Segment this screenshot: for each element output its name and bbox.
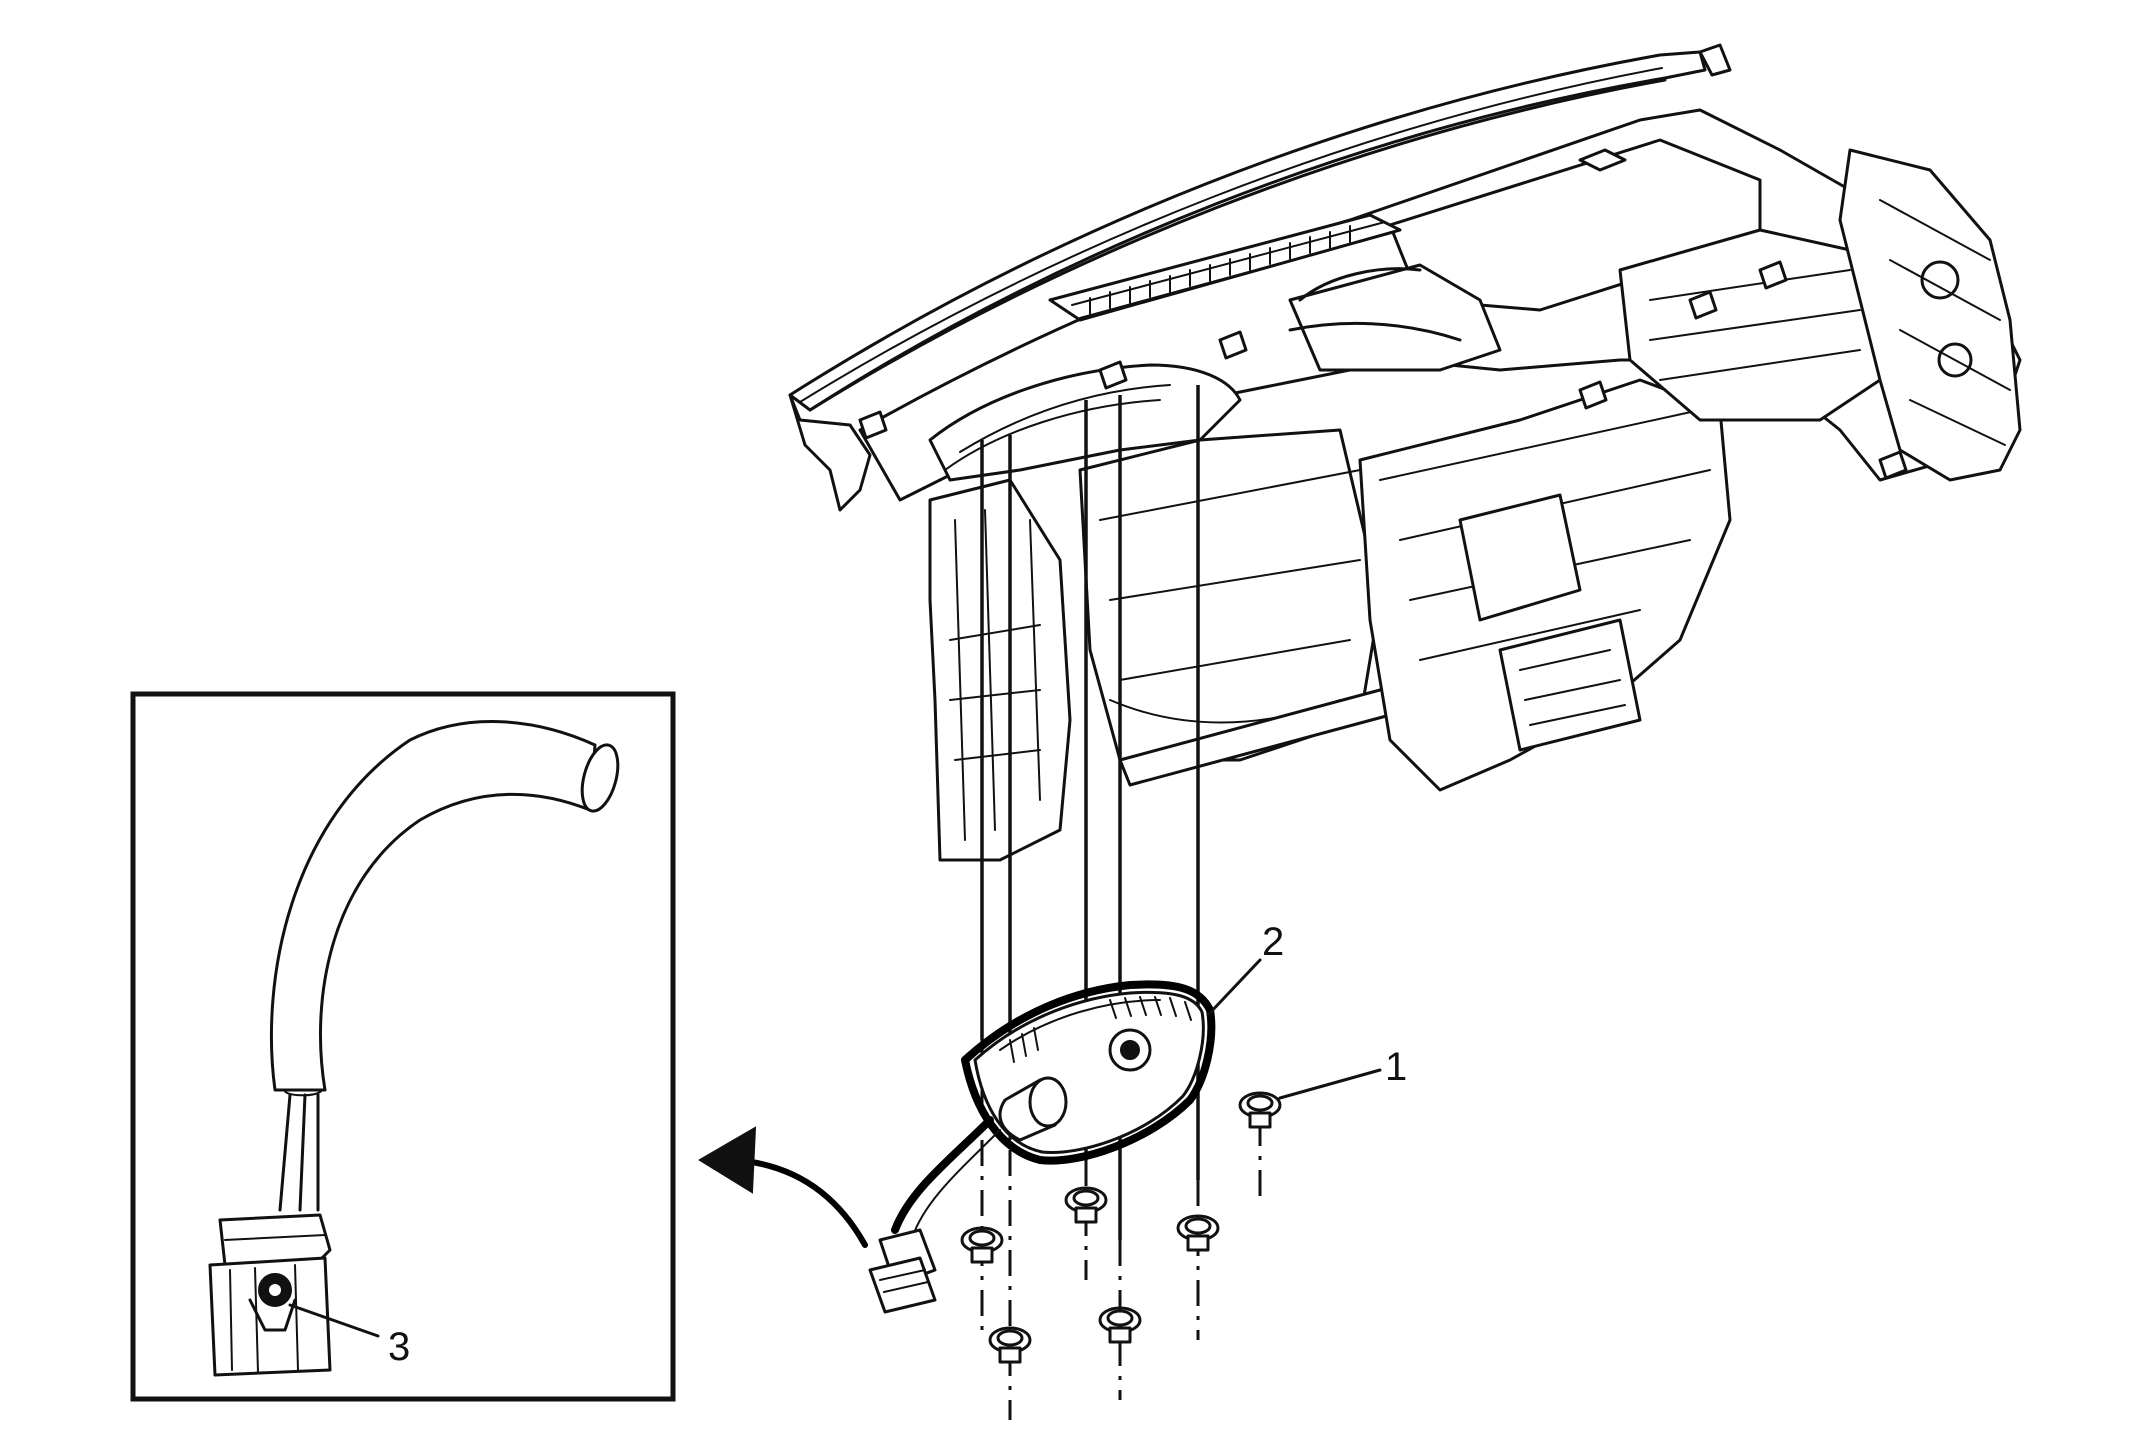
nut [1098,1306,1142,1344]
curved-arrow-icon [698,1126,868,1248]
nut [1064,1186,1108,1224]
callout-2-label: 2 [1262,920,1284,964]
instrument-panel [788,43,2022,862]
nut [1238,1091,1282,1129]
callout-3-label: 3 [388,1325,410,1369]
fasteners: 1 [960,1045,1407,1364]
detail-inset: 3 [130,691,676,1402]
airbag-module: 2 [868,920,1284,1314]
nut [1176,1214,1220,1252]
nut [988,1326,1032,1364]
nut [960,1226,1004,1264]
callout-1-label: 1 [1385,1045,1407,1089]
